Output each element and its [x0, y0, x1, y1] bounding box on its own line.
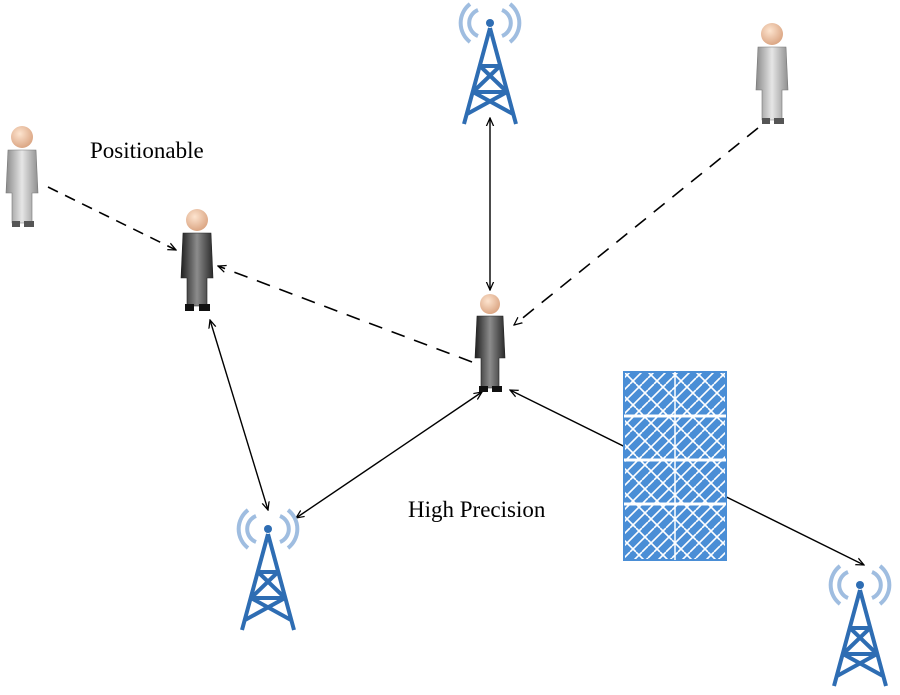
label-positionable: Positionable	[90, 138, 204, 163]
person-top-right-icon	[755, 23, 789, 124]
person-positionable-icon	[180, 209, 214, 311]
person-center-icon	[474, 294, 506, 392]
dashed-link-center-to-positionable	[218, 266, 473, 363]
label-high-precision: High Precision	[408, 497, 546, 522]
cell-tower-icon	[458, 2, 522, 126]
dashed-link-topright-to-center	[514, 127, 759, 325]
cell-tower-icon	[828, 564, 892, 688]
cell-tower-icon	[236, 508, 300, 632]
link-positionable-to-tower-bottom-left	[210, 320, 268, 510]
link-tower-bottom-left-to-center	[296, 392, 482, 518]
dashed-link-left-to-positionable	[47, 186, 176, 251]
brick-wall-icon	[623, 371, 727, 561]
person-left-icon	[5, 126, 39, 227]
